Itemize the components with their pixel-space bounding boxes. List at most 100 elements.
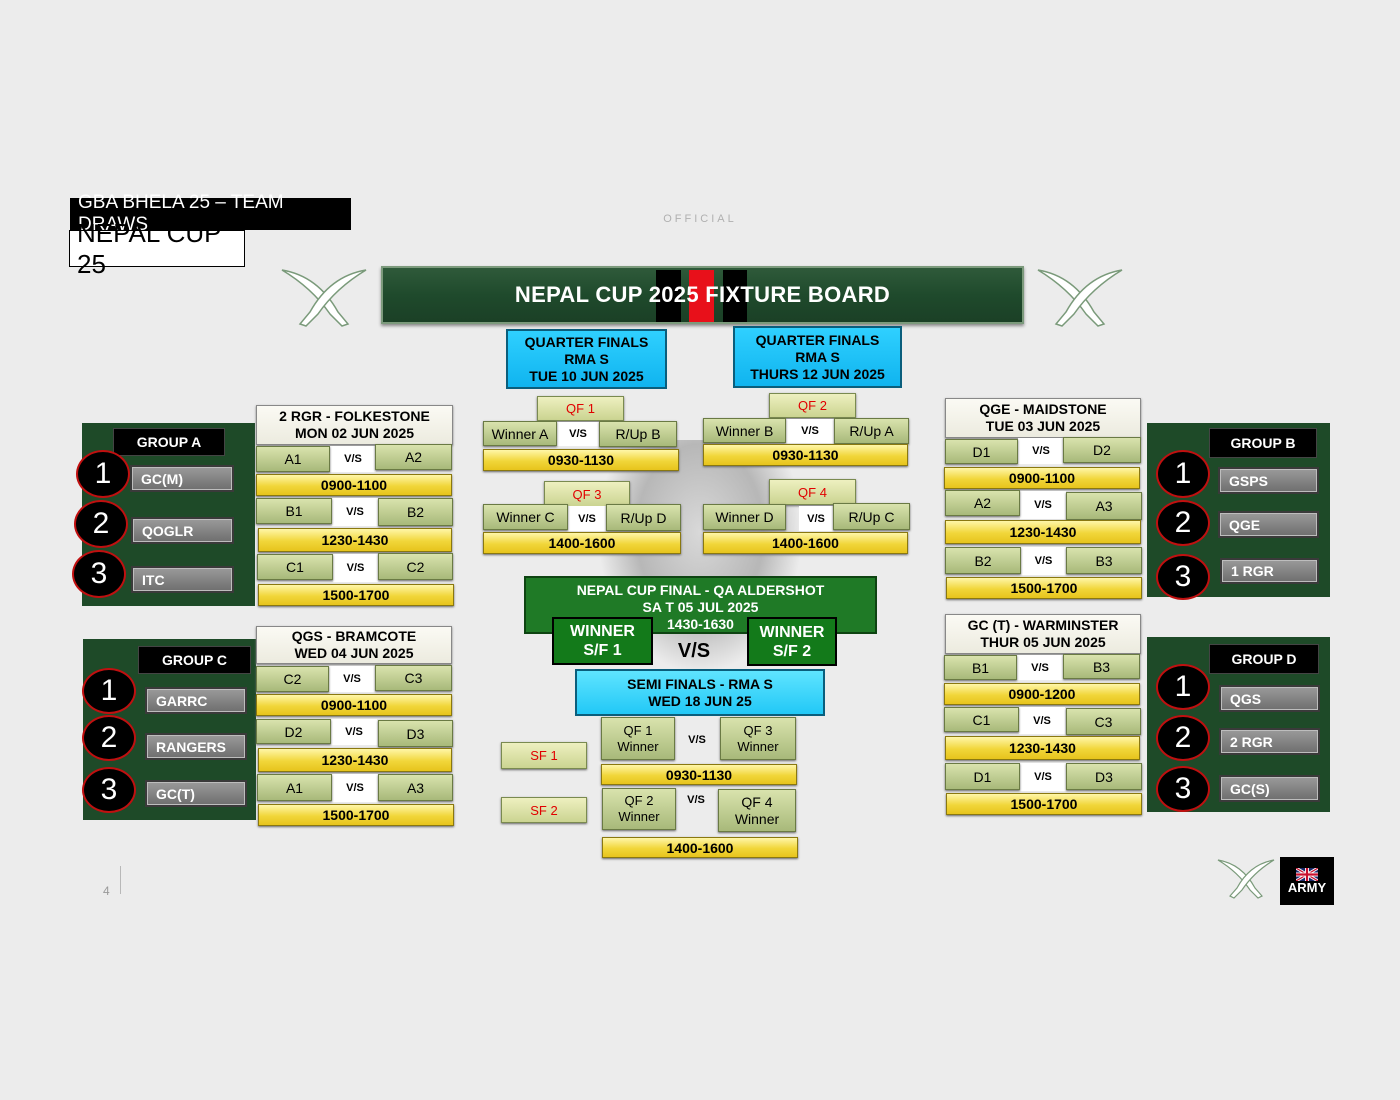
match-home: C2 — [256, 666, 329, 692]
army-logo: ARMY — [1280, 857, 1334, 905]
qf4-time: 1400-1600 — [703, 532, 908, 554]
official-marking: OFFICIAL — [663, 213, 737, 225]
page-number: 4 — [103, 884, 110, 898]
qf1-time: 0930-1130 — [483, 449, 679, 471]
group-b-rank-1: 1 — [1156, 450, 1210, 498]
final-title: NEPAL CUP FINAL - QA ALDERSHOT — [576, 582, 825, 598]
qf-day2-date: THURS 12 JUN 2025 — [750, 365, 885, 382]
match-time: 1500-1700 — [258, 804, 454, 826]
match-away: B3 — [1066, 547, 1142, 574]
group-a-team-3: ITC — [131, 566, 234, 593]
group-c-rank-1: 1 — [82, 668, 136, 714]
vs-label: V/S — [568, 506, 606, 531]
venue-a-date: MON 02 JUN 2025 — [294, 425, 415, 441]
vs-label: V/S — [799, 506, 833, 531]
group-a-title: GROUP A — [113, 428, 225, 456]
qf3-home: Winner C — [483, 504, 568, 530]
match-time: 1500-1700 — [258, 584, 454, 606]
qf3-time: 1400-1600 — [483, 532, 681, 554]
match-home: A1 — [256, 446, 330, 472]
qf2-time: 0930-1130 — [703, 444, 908, 466]
vs-label: V/S — [330, 446, 376, 472]
footer-divider — [120, 866, 121, 894]
group-c-team-1: GARRC — [145, 687, 247, 714]
match-home: D1 — [945, 763, 1020, 790]
match-home: D1 — [945, 439, 1018, 464]
sf1-time: 0930-1130 — [601, 764, 797, 785]
match-away: A2 — [375, 444, 452, 470]
match-away: D2 — [1063, 437, 1141, 463]
vs-label: V/S — [331, 719, 377, 745]
vs-label: V/S — [1020, 491, 1066, 519]
sf2-home-line2: Winner — [618, 809, 660, 824]
crossed-kukri-icon — [281, 269, 367, 327]
match-home: A2 — [945, 490, 1020, 516]
match-away: A3 — [1066, 492, 1142, 520]
group-d-rank-2: 2 — [1156, 715, 1210, 761]
venue-d-date: THUR 05 JUN 2025 — [980, 634, 1106, 650]
group-d-team-3: GC(S) — [1219, 775, 1320, 802]
venue-c-date: WED 04 JUN 2025 — [294, 645, 414, 661]
sf2-time: 1400-1600 — [602, 837, 798, 858]
venue-b-name: QGE - MAIDSTONE — [979, 401, 1107, 417]
group-c-title: GROUP C — [138, 646, 251, 674]
group-a-rank-1: 1 — [76, 450, 130, 498]
match-time: 0900-1100 — [944, 467, 1140, 489]
sf1-home-line2: Winner — [617, 738, 659, 754]
stripe-right — [723, 270, 747, 322]
match-away: D3 — [1066, 763, 1142, 790]
group-d-rank-1: 1 — [1156, 664, 1210, 710]
qf2-away: R/Up A — [834, 418, 909, 444]
match-home: B1 — [256, 498, 332, 524]
group-b-team-3: 1 RGR — [1220, 558, 1319, 584]
cup-title: NEPAL CUP 25 — [69, 218, 245, 279]
sf-title: SEMI FINALS - RMA S — [627, 675, 773, 692]
crossed-kukri-icon — [1037, 269, 1123, 327]
venue-b-date: TUE 03 JUN 2025 — [985, 418, 1101, 434]
match-away: C3 — [1066, 708, 1141, 735]
stripe-center — [689, 270, 714, 322]
match-away: A3 — [378, 774, 453, 801]
match-time: 1230-1430 — [945, 736, 1140, 760]
vs-label: V/S — [333, 554, 378, 582]
match-time: 0900-1100 — [256, 694, 452, 716]
qf4-label: QF 4 — [769, 479, 856, 505]
qf-day2-title: QUARTER FINALS — [755, 331, 880, 348]
match-time: 0900-1100 — [256, 474, 452, 496]
vs-label: V/S — [1019, 707, 1065, 734]
match-home: A1 — [257, 774, 332, 801]
match-away: C2 — [378, 553, 453, 580]
qf3-label: QF 3 — [544, 481, 630, 507]
group-b-rank-2: 2 — [1156, 500, 1210, 546]
final-time: 1430-1630 — [667, 616, 734, 632]
vs-label: V/S — [557, 422, 599, 446]
qf3-away: R/Up D — [606, 504, 681, 531]
group-c-rank-2: 2 — [82, 715, 136, 761]
venue-a-name: 2 RGR - FOLKESTONE — [279, 408, 430, 424]
final-home-line1: WINNER — [570, 623, 635, 640]
group-b-team-2: QGE — [1218, 511, 1319, 538]
vs-label: V/S — [1020, 763, 1066, 791]
sf-date: WED 18 JUN 25 — [648, 692, 752, 709]
group-a-team-1: GC(M) — [130, 465, 234, 492]
sf2-home-line1: QF 2 — [624, 793, 654, 808]
match-away: D3 — [378, 720, 453, 747]
group-b-title: GROUP B — [1209, 428, 1317, 458]
draws-title: GBA BHELA 25 – TEAM DRAWS — [70, 192, 351, 235]
fixture-board-banner: NEPAL CUP 2025 FIXTURE BOARD — [381, 266, 1024, 324]
match-home: C1 — [257, 554, 333, 580]
group-d-title: GROUP D — [1209, 644, 1319, 674]
sf1-home-line1: QF 1 — [623, 722, 653, 738]
crossed-kukri-icon — [1217, 859, 1275, 899]
union-flag-icon — [1296, 867, 1318, 881]
group-d-team-1: QGS — [1219, 685, 1320, 712]
final-away-line1: WINNER — [759, 623, 825, 641]
